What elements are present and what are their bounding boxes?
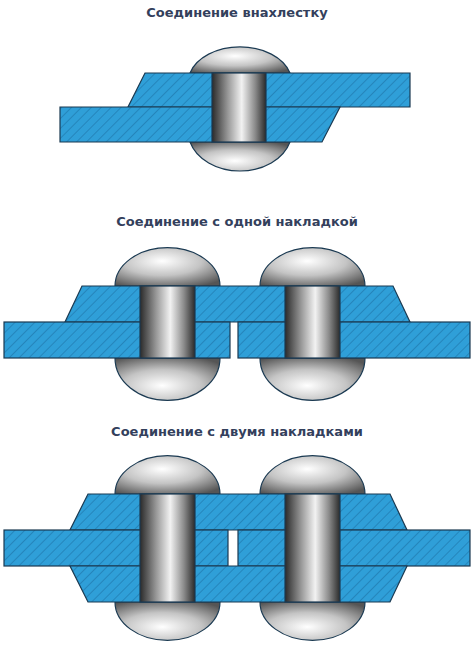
lap-joint: [60, 47, 410, 171]
joint-heading: Соединение с одной накладкой: [0, 213, 474, 231]
single-cover-joint: [4, 248, 470, 401]
right-plate: [238, 530, 470, 566]
rivet-shank: [212, 73, 266, 142]
joint-heading: Соединение внахлестку: [0, 4, 474, 22]
rivet-head: [115, 248, 220, 286]
joint-heading: Соединение с двумя накладками: [0, 423, 474, 441]
left-plate: [4, 322, 230, 358]
lower-plate: [60, 107, 340, 142]
rivet-shank: [285, 494, 340, 602]
rivet-head: [260, 456, 365, 494]
rivet-shank: [285, 286, 340, 358]
rivet-head: [115, 358, 220, 400]
rivet-head: [190, 142, 290, 171]
rivet-head: [260, 248, 365, 286]
upper-plate: [128, 73, 410, 107]
right-plate: [238, 322, 470, 358]
bottom-cover-plate: [70, 566, 407, 602]
rivet-head: [115, 602, 220, 640]
rivet-shank: [140, 494, 195, 602]
cover-plate: [65, 286, 410, 322]
rivet-head: [260, 358, 365, 400]
double-cover-joint: [4, 456, 470, 641]
top-cover-plate: [70, 494, 407, 530]
rivet-head: [115, 456, 220, 494]
rivet-head: [190, 47, 290, 73]
rivet-head: [260, 602, 365, 640]
rivet-shank: [140, 286, 195, 358]
